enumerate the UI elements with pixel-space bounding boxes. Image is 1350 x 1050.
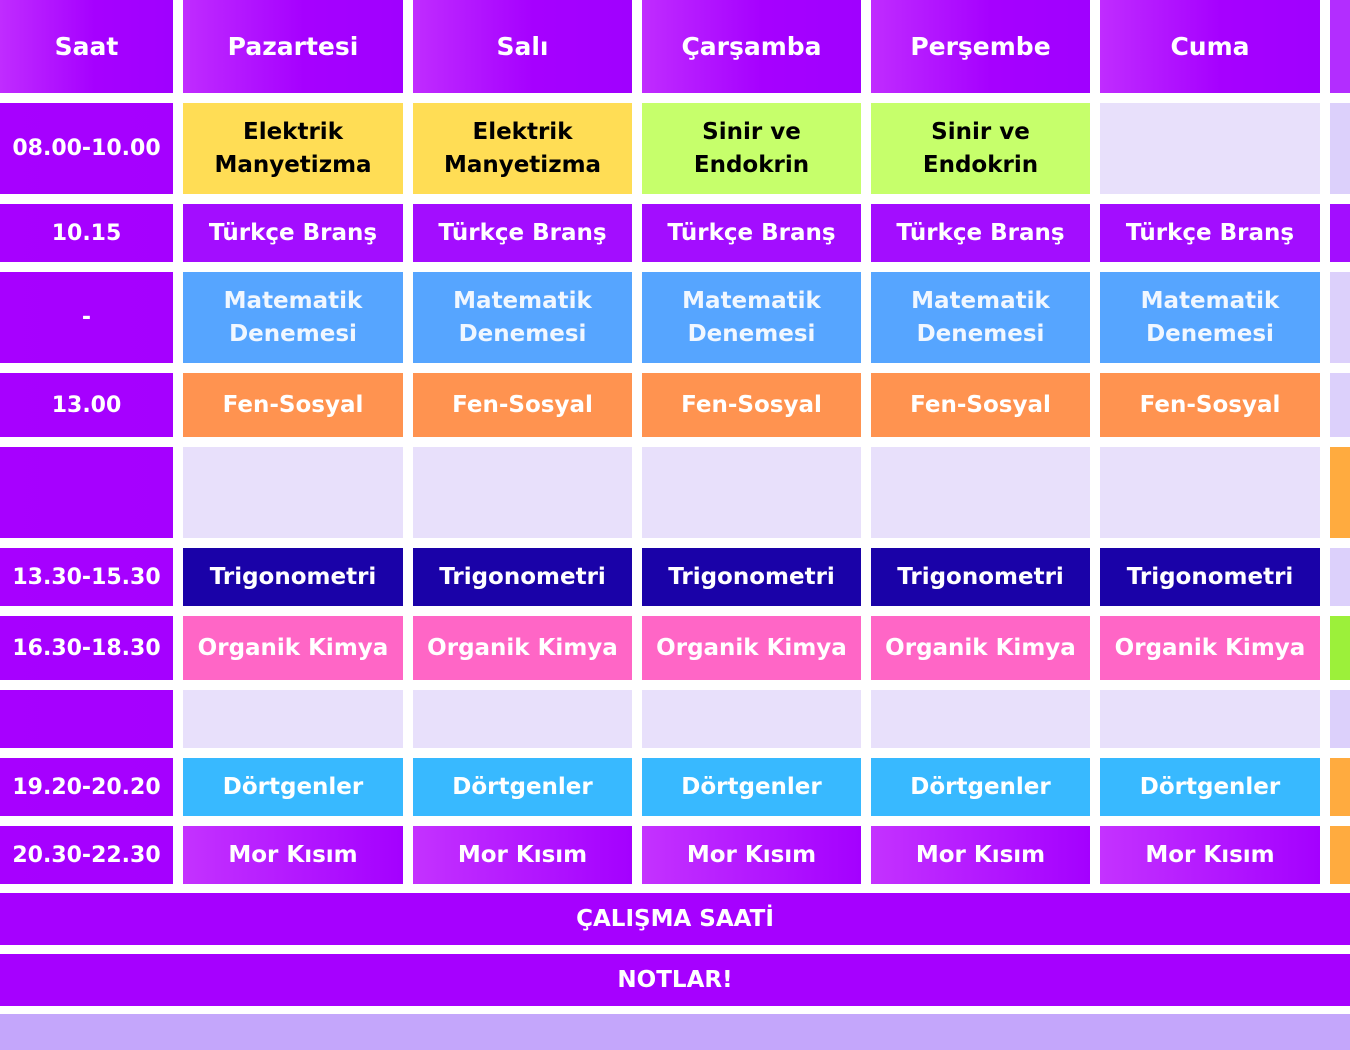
time-cell: 19.20-20.20 bbox=[0, 758, 173, 816]
next-column-cell-edge bbox=[1330, 373, 1350, 437]
class-cell: Matematik Denemesi bbox=[413, 272, 632, 363]
next-column-cell-edge bbox=[1330, 616, 1350, 680]
class-cell: Trigonometri bbox=[183, 548, 403, 606]
time-cell bbox=[0, 447, 173, 538]
class-cell: Elektrik Manyetizma bbox=[183, 103, 403, 194]
class-cell: Trigonometri bbox=[1100, 548, 1320, 606]
class-cell: Organik Kimya bbox=[1100, 616, 1320, 680]
class-cell: Dörtgenler bbox=[413, 758, 632, 816]
time-cell: 08.00-10.00 bbox=[0, 103, 173, 194]
class-cell: Trigonometri bbox=[871, 548, 1090, 606]
study-hours-banner: ÇALIŞMA SAATİ bbox=[0, 893, 1350, 945]
next-column-cell-edge bbox=[1330, 272, 1350, 363]
empty-cell bbox=[1100, 447, 1320, 538]
next-column-cell-edge bbox=[1330, 690, 1350, 748]
class-cell: Mor Kısım bbox=[871, 826, 1090, 884]
class-cell: Sinir ve Endokrin bbox=[871, 103, 1090, 194]
empty-cell bbox=[1100, 690, 1320, 748]
class-cell: Mor Kısım bbox=[413, 826, 632, 884]
next-column-cell-edge bbox=[1330, 548, 1350, 606]
empty-cell bbox=[642, 690, 861, 748]
class-cell: Sinir ve Endokrin bbox=[642, 103, 861, 194]
class-cell: Trigonometri bbox=[413, 548, 632, 606]
time-cell: 10.15 bbox=[0, 204, 173, 262]
notes-banner: NOTLAR! bbox=[0, 954, 1350, 1006]
class-cell: Mor Kısım bbox=[183, 826, 403, 884]
header-day-tuesday: Salı bbox=[413, 0, 632, 93]
class-cell: Dörtgenler bbox=[1100, 758, 1320, 816]
empty-cell bbox=[183, 690, 403, 748]
time-cell: 13.30-15.30 bbox=[0, 548, 173, 606]
class-cell: Matematik Denemesi bbox=[642, 272, 861, 363]
class-cell: Fen-Sosyal bbox=[1100, 373, 1320, 437]
next-column-cell-edge bbox=[1330, 103, 1350, 194]
class-cell: Dörtgenler bbox=[871, 758, 1090, 816]
class-cell: Fen-Sosyal bbox=[871, 373, 1090, 437]
header-saat: Saat bbox=[0, 0, 173, 93]
time-cell: 16.30-18.30 bbox=[0, 616, 173, 680]
class-cell: Organik Kimya bbox=[642, 616, 861, 680]
next-column-cell-edge bbox=[1330, 758, 1350, 816]
class-cell: Mor Kısım bbox=[1100, 826, 1320, 884]
empty-cell bbox=[871, 447, 1090, 538]
class-cell: Türkçe Branş bbox=[871, 204, 1090, 262]
time-cell bbox=[0, 690, 173, 748]
time-cell: 13.00 bbox=[0, 373, 173, 437]
class-cell: Fen-Sosyal bbox=[642, 373, 861, 437]
next-column-cell-edge bbox=[1330, 447, 1350, 538]
next-column-header-edge bbox=[1330, 0, 1350, 93]
header-day-friday: Cuma bbox=[1100, 0, 1320, 93]
class-cell: Türkçe Branş bbox=[413, 204, 632, 262]
class-cell: Türkçe Branş bbox=[642, 204, 861, 262]
empty-cell bbox=[413, 690, 632, 748]
next-column-cell-edge bbox=[1330, 204, 1350, 262]
class-cell: Matematik Denemesi bbox=[871, 272, 1090, 363]
header-day-wednesday: Çarşamba bbox=[642, 0, 861, 93]
header-day-thursday: Perşembe bbox=[871, 0, 1090, 93]
class-cell: Matematik Denemesi bbox=[1100, 272, 1320, 363]
class-cell: Matematik Denemesi bbox=[183, 272, 403, 363]
class-cell: Organik Kimya bbox=[871, 616, 1090, 680]
empty-cell bbox=[413, 447, 632, 538]
class-cell: Trigonometri bbox=[642, 548, 861, 606]
class-cell: Organik Kimya bbox=[183, 616, 403, 680]
header-day-monday: Pazartesi bbox=[183, 0, 403, 93]
time-cell: 20.30-22.30 bbox=[0, 826, 173, 884]
class-cell: Mor Kısım bbox=[642, 826, 861, 884]
class-cell: Organik Kimya bbox=[413, 616, 632, 680]
class-cell: Dörtgenler bbox=[183, 758, 403, 816]
next-column-cell-edge bbox=[1330, 826, 1350, 884]
class-cell: Fen-Sosyal bbox=[413, 373, 632, 437]
notes-area[interactable] bbox=[0, 1014, 1350, 1050]
empty-cell bbox=[1100, 103, 1320, 194]
class-cell: Fen-Sosyal bbox=[183, 373, 403, 437]
class-cell: Türkçe Branş bbox=[1100, 204, 1320, 262]
empty-cell bbox=[871, 690, 1090, 748]
class-cell: Türkçe Branş bbox=[183, 204, 403, 262]
time-cell: - bbox=[0, 272, 173, 363]
empty-cell bbox=[642, 447, 861, 538]
class-cell: Dörtgenler bbox=[642, 758, 861, 816]
empty-cell bbox=[183, 447, 403, 538]
class-cell: Elektrik Manyetizma bbox=[413, 103, 632, 194]
